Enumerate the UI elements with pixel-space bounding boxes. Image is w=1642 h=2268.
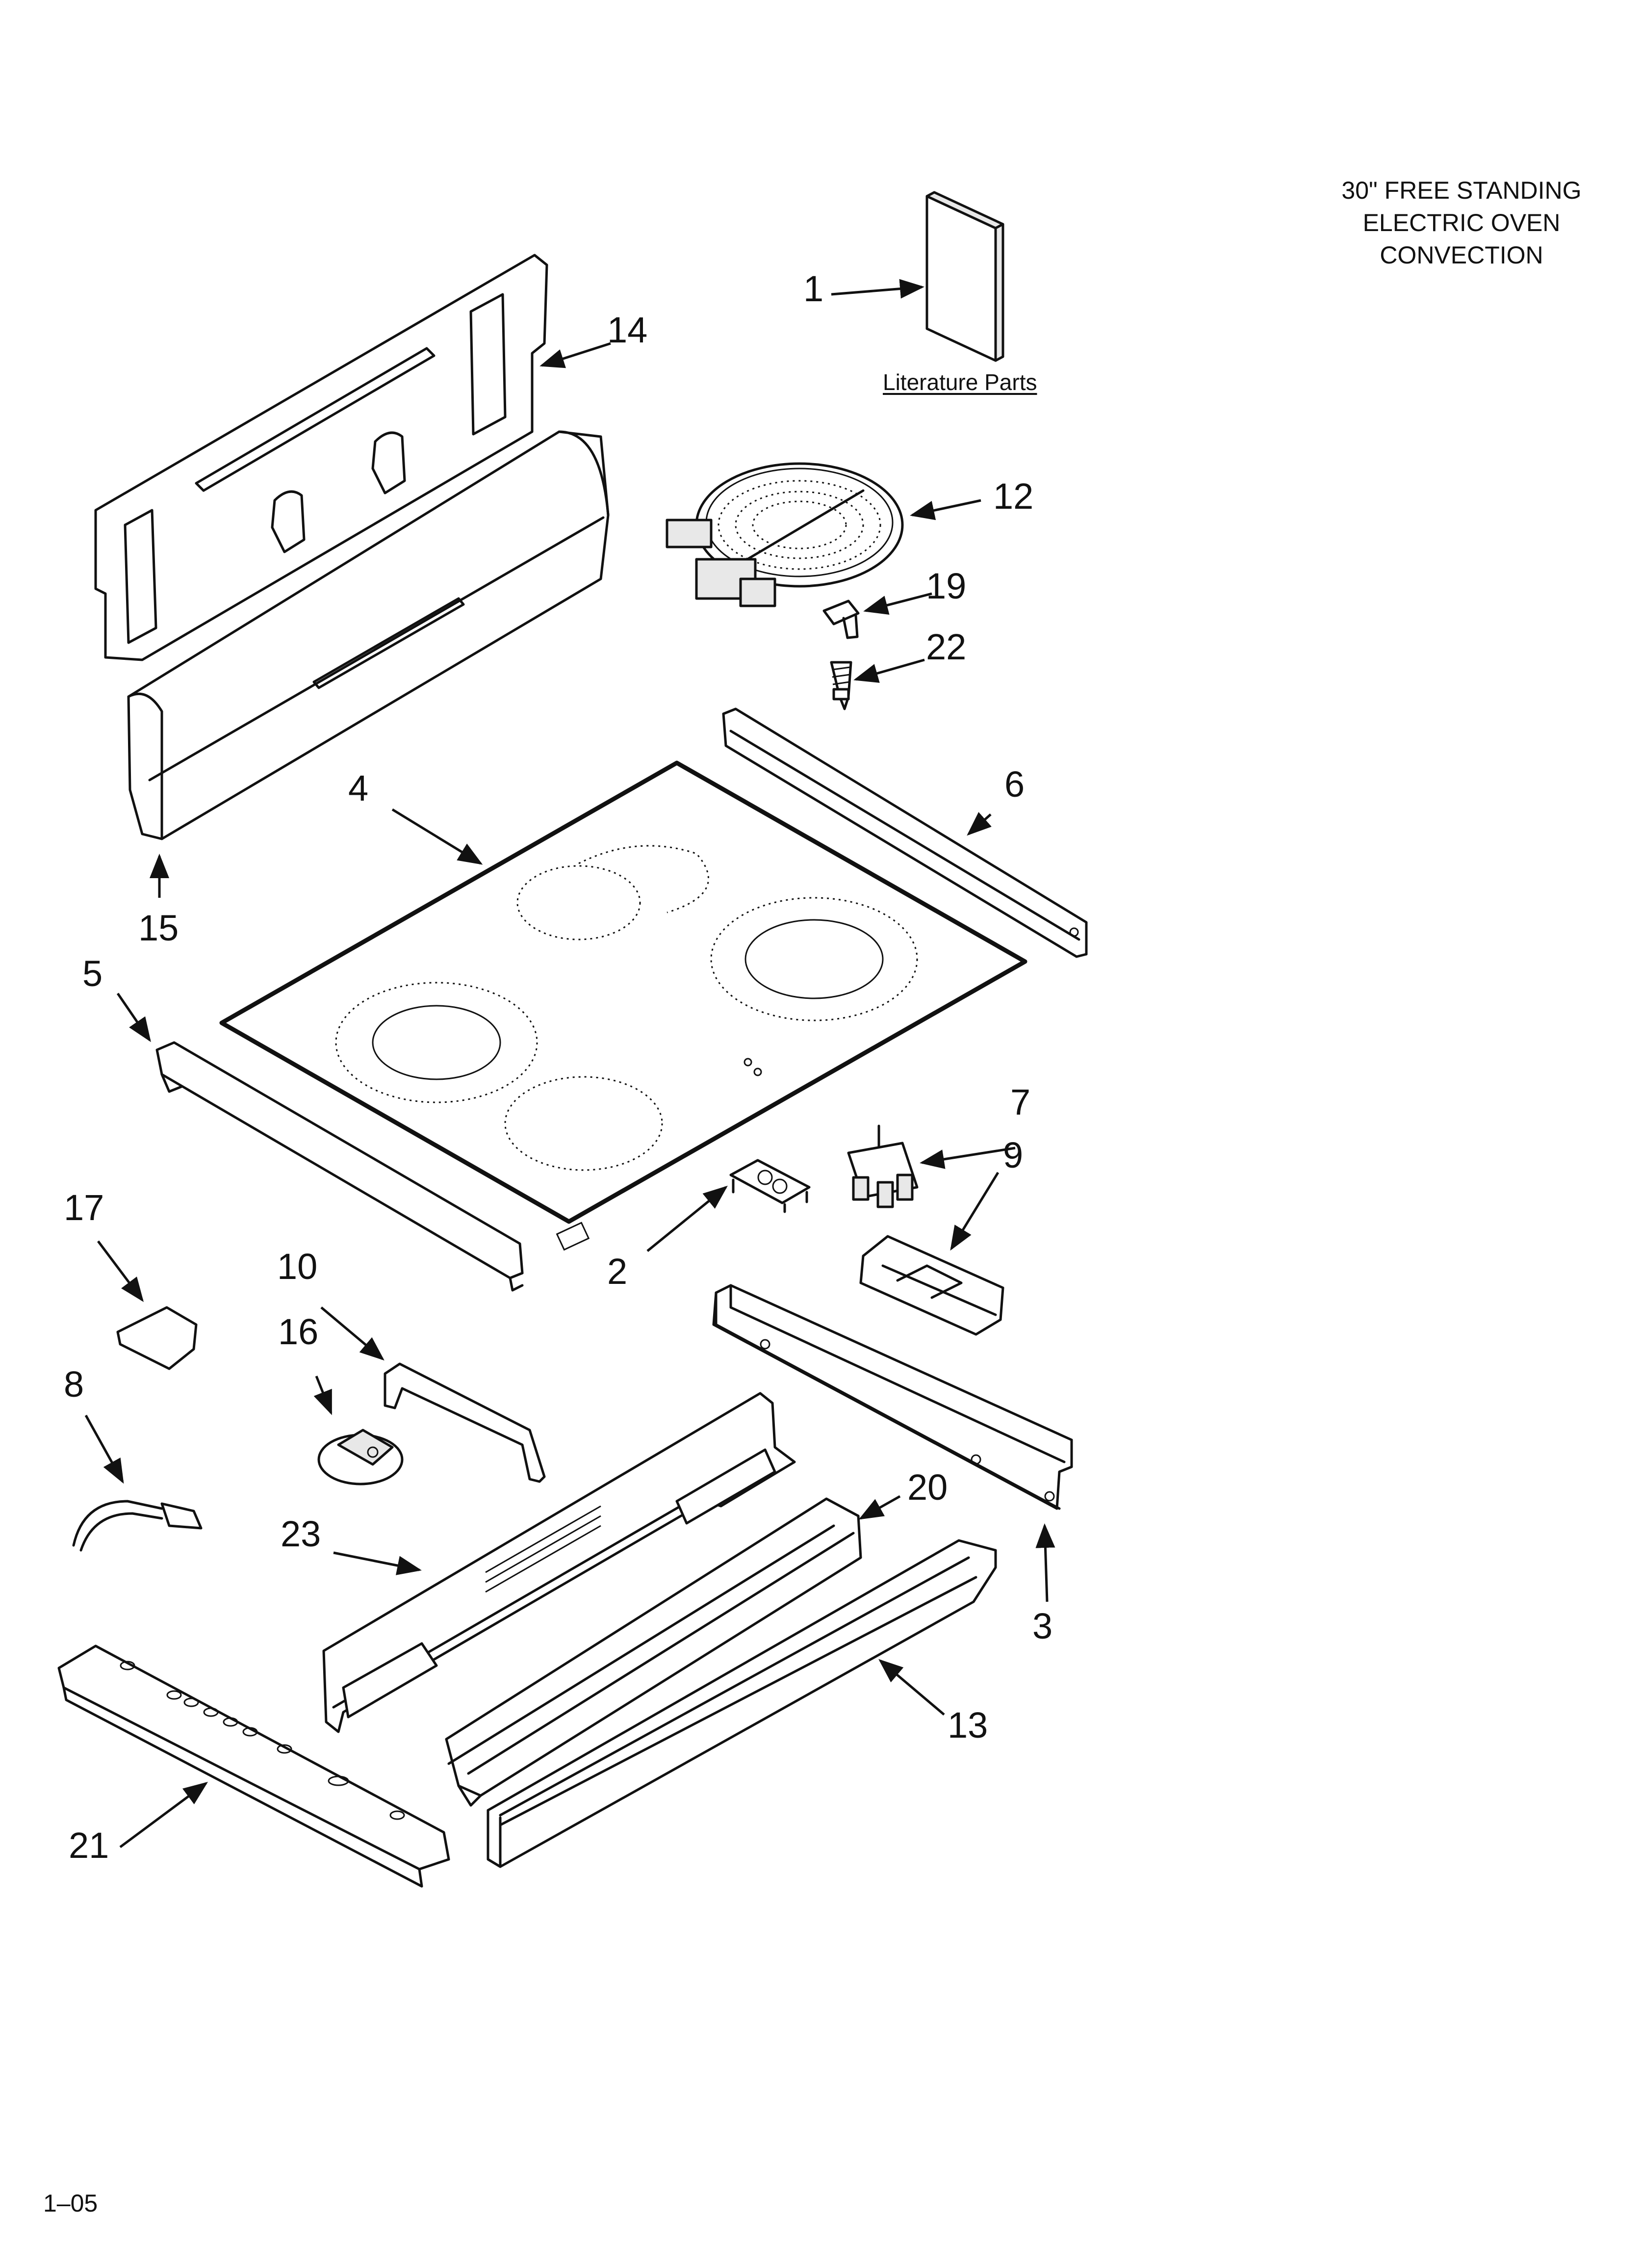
part-23-control-frame [322,1392,796,1733]
title-line-1: 30" FREE STANDING [1341,177,1582,204]
callout-8: 8 [64,1364,84,1405]
part-13-side-trim [487,1539,997,1868]
part-14-backguard-panel [94,254,548,661]
part-21-control-strip [57,1644,450,1888]
callout-17: 17 [64,1187,104,1228]
part-19-clip [822,600,860,639]
page-code: 1–05 [43,2190,98,2217]
callout-21: 21 [69,1825,109,1866]
callout-19: 19 [926,566,967,606]
callout-14: 14 [607,310,648,350]
callout-16: 16 [278,1311,319,1352]
title-line-2: ELECTRIC OVEN [1362,209,1561,236]
part-5-front-trim [155,1041,524,1292]
part-12-surface-element [666,462,904,607]
callout-22: 22 [926,626,967,667]
callout-13: 13 [948,1705,988,1746]
part-10-strap [384,1362,546,1483]
part-3-frame-rail [712,1284,1073,1510]
part-4-cooktop [219,760,1027,1224]
part-1-literature [925,191,1004,362]
callout-1: 1 [803,268,824,309]
part-9-bracket [859,1235,1004,1336]
callout-7: 7 [1010,1082,1031,1122]
part-7-switch [847,1124,919,1208]
callout-5: 5 [82,953,103,994]
callout-9: 9 [1003,1135,1024,1175]
callout-23: 23 [281,1513,321,1554]
part-20-rail [445,1497,862,1807]
callout-10: 10 [277,1246,318,1287]
callout-2: 2 [607,1251,628,1292]
control-knob-holes [120,1661,405,1820]
literature-parts-label: Literature Parts [883,369,1037,395]
callout-4: 4 [348,768,369,808]
part-6-rear-trim [722,707,1088,958]
part-8-wire-harness [72,1500,203,1552]
part-16-limit-switch [317,1429,404,1486]
part-17-bracket [116,1222,590,1370]
callout-15: 15 [138,908,179,948]
part-15-console [127,430,610,840]
part-22-screw [830,661,852,710]
callout-6: 6 [1004,764,1025,805]
diagram-title: 30" FREE STANDING ELECTRIC OVEN CONVECTI… [1275,174,1642,271]
callout-12: 12 [993,476,1034,517]
callout-3: 3 [1032,1606,1053,1646]
part-2-terminal-block [729,1159,811,1213]
leader-arrows [84,279,1055,1849]
vent-slots [485,1505,601,1593]
callout-20: 20 [907,1467,948,1508]
title-line-3: CONVECTION [1380,241,1543,269]
